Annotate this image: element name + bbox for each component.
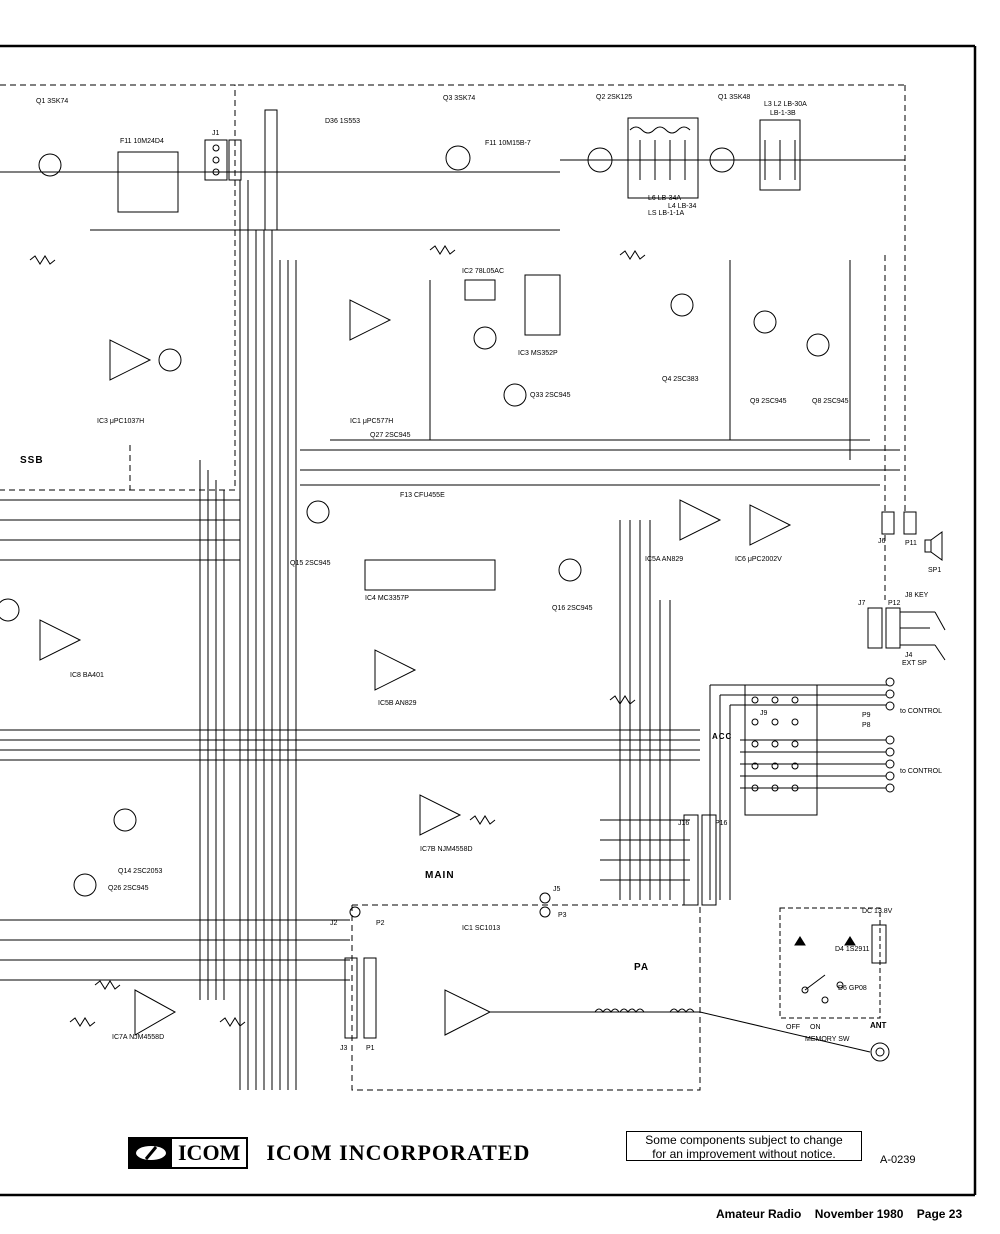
jack-label: P8 — [862, 722, 871, 729]
transistor-label: Q33 2SC945 — [530, 392, 571, 399]
jack-label: SP1 — [928, 567, 942, 574]
jack-label: J2 — [330, 920, 338, 927]
ic-label: F13 CFU455E — [400, 492, 445, 499]
jack-label: D4 1S2911 — [835, 946, 870, 953]
part-label: D36 1S553 — [325, 118, 361, 125]
ic-label: IC1 SC1013 — [462, 925, 501, 932]
outer-frame — [0, 44, 977, 1197]
notice-line: Some components subject to change — [645, 1133, 843, 1147]
notice-line: for an improvement without notice. — [652, 1147, 836, 1161]
op-amps — [39, 299, 792, 1036]
jack-label: P12 — [888, 600, 901, 607]
part-label: Q2 2SK125 — [596, 94, 633, 101]
jack-label: J16 — [678, 820, 690, 827]
ic-label: IC7B NJM4558D — [420, 846, 473, 853]
ic-label: IC5B AN829 — [378, 700, 417, 707]
transistor-label: Q4 2SC383 — [662, 376, 699, 383]
jack-label: D6 GP08 — [838, 985, 867, 992]
transistor-label: Q27 2SC945 — [370, 432, 411, 439]
transistors — [0, 293, 830, 897]
jack-label: J7 — [858, 600, 866, 607]
part-label: F11 10M24D4 — [120, 138, 164, 145]
jack-label: OFF — [786, 1024, 800, 1031]
section-acc: ACC — [712, 732, 733, 741]
jack-label: J4 — [905, 652, 913, 659]
jack-label: ON — [810, 1024, 821, 1031]
wiring-harness — [0, 180, 900, 1090]
part-label: L4 LB-34 — [668, 203, 697, 210]
jack-label: to CONTROL — [900, 708, 943, 715]
jack-label: DC 13.8V — [862, 908, 893, 915]
jack-label: J6 — [878, 538, 886, 545]
page-footer: Amateur Radio November 1980 Page 23 — [716, 1207, 972, 1221]
part-label: J1 — [212, 130, 220, 137]
ic-label: IC6 μPC2002V — [735, 556, 782, 563]
jack-label: P3 — [558, 912, 567, 919]
jack-label: J8 KEY — [905, 592, 929, 599]
part-label: Q1 3SK74 — [36, 98, 69, 105]
ic-label: IC4 MC3357P — [365, 595, 409, 602]
issue-date: November 1980 — [814, 1207, 904, 1221]
ic-label: IC3 MS352P — [518, 350, 558, 357]
jack-label: P11 — [905, 540, 917, 547]
right-connectors — [867, 511, 917, 964]
pa-section — [344, 892, 890, 1062]
ic-label: IC7A NJM4558D — [112, 1034, 165, 1041]
footer-logo: ICOM ICOM INCORPORATED — [128, 1137, 530, 1169]
part-label: LS LB-1-1A — [648, 210, 685, 217]
speaker-icon — [924, 531, 943, 561]
jack-label: EXT SP — [902, 660, 927, 667]
transistor-label: Q9 2SC945 — [750, 398, 787, 405]
part-label: Q1 3SK48 — [718, 94, 751, 101]
ic-label: IC5A AN829 — [645, 556, 684, 563]
jack-label: J9 — [760, 710, 768, 717]
transistor-label: Q14 2SC2053 — [118, 868, 163, 875]
jack-label: J5 — [553, 886, 561, 893]
memory-switch — [779, 907, 881, 1019]
jack-label: P9 — [862, 712, 871, 719]
part-label: Q3 3SK74 — [443, 95, 476, 102]
part-label: F11 10M15B-7 — [485, 140, 531, 147]
logo-text: ICOM — [178, 1140, 241, 1165]
transistor-label: Q16 2SC945 — [552, 605, 593, 612]
resistors — [29, 245, 646, 1027]
page-number: Page 23 — [916, 1207, 963, 1221]
notice-box: Some components subject to change for an… — [626, 1131, 862, 1161]
transistor-label: Q26 2SC945 — [108, 885, 149, 892]
section-main: MAIN — [425, 870, 455, 881]
section-pa: PA — [634, 962, 650, 973]
jack-label: P16 — [715, 820, 728, 827]
transistor-label: Q15 2SC945 — [290, 560, 331, 567]
section-ssb: SSB — [20, 455, 44, 466]
board-outlines — [0, 84, 906, 1091]
company-name: ICOM INCORPORATED — [266, 1140, 531, 1165]
key-jack-icon — [900, 611, 946, 661]
part-label: L6 LB-34A — [648, 195, 682, 202]
icom-logo-mark-icon — [130, 1139, 172, 1167]
ic-packages — [364, 274, 818, 816]
jack-label: P2 — [376, 920, 385, 927]
jack-label: MEMORY SW — [805, 1036, 850, 1043]
antenna-label: ANT — [870, 1021, 887, 1030]
jack-label: P1 — [366, 1045, 375, 1052]
rf-chain — [0, 109, 905, 231]
icom-logo: ICOM — [128, 1137, 249, 1169]
acc-wiring — [683, 684, 890, 906]
ic-label: IC2 78L05AC — [462, 268, 505, 275]
ic-label: IC3 μPC1037H — [97, 418, 145, 425]
magazine-name: Amateur Radio — [716, 1207, 802, 1221]
part-label: LB-1-3B — [770, 110, 796, 117]
transistor-label: Q8 2SC945 — [812, 398, 849, 405]
jack-label: J3 — [340, 1045, 348, 1052]
ic-label: IC8 BA401 — [70, 672, 104, 679]
acc-connector — [751, 696, 799, 792]
diagram-code: A-0239 — [880, 1154, 916, 1166]
ic-label: IC1 μPC577H — [350, 418, 394, 425]
jack-label: to CONTROL — [900, 768, 943, 775]
part-label: L3 L2 LB-30A — [764, 101, 807, 108]
